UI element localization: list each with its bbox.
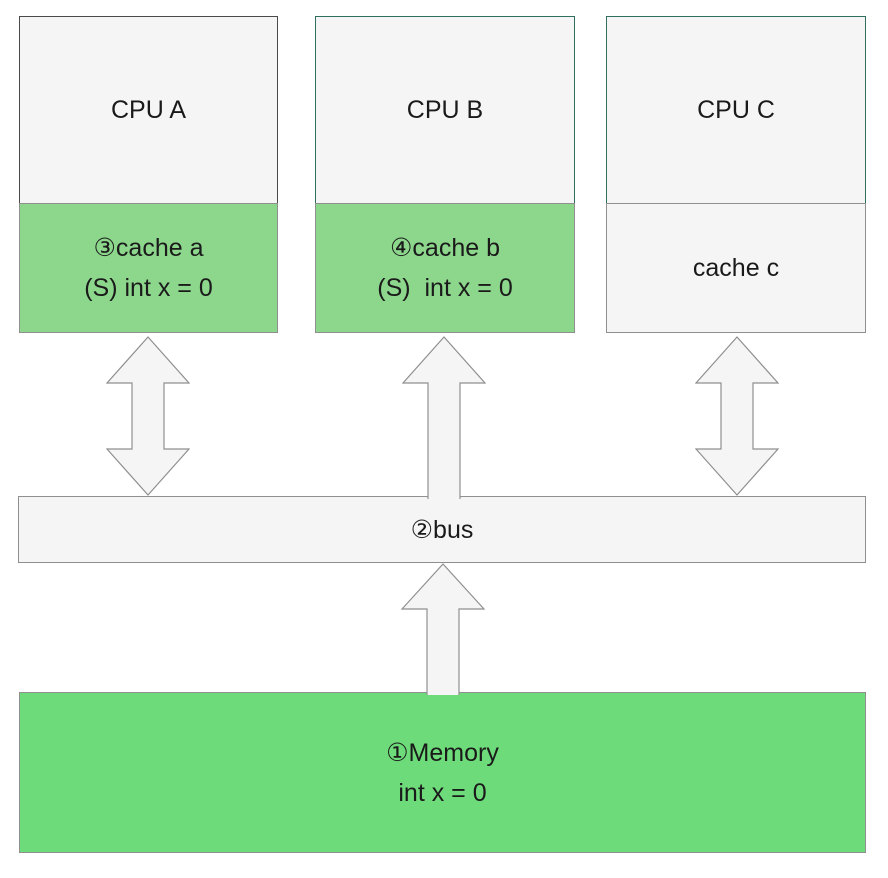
cache-c-line1: cache c <box>692 254 780 282</box>
cache-c-box: cache c <box>606 203 866 333</box>
bus-label: ②bus <box>410 515 474 544</box>
memory-box: ①Memory int x = 0 <box>19 692 866 853</box>
cache-a-box: ③cache a (S) int x = 0 <box>19 203 278 333</box>
cpu-a-box: CPU A <box>19 16 278 204</box>
memory-line2: int x = 0 <box>398 778 487 807</box>
cache-a-line1: ③cache a <box>93 234 204 262</box>
cpu-c-label: CPU C <box>697 96 775 124</box>
cache-b-line2: (S) int x = 0 <box>377 274 513 302</box>
double-arrow-icon-cache-c-bus <box>695 336 779 496</box>
cpu-c-box: CPU C <box>606 16 866 204</box>
cache-b-box: ④cache b (S) int x = 0 <box>315 203 575 333</box>
cpu-a-label: CPU A <box>110 96 187 124</box>
cache-a-line2: (S) int x = 0 <box>84 274 213 302</box>
up-arrow-icon-memory-bus <box>401 563 485 695</box>
memory-line1: ①Memory <box>386 738 499 767</box>
double-arrow-icon-cache-a-bus <box>106 336 190 496</box>
bus-bar: ②bus <box>18 496 866 563</box>
up-arrow-icon-bus-cache-b <box>402 336 486 499</box>
cpu-b-label: CPU B <box>406 96 484 124</box>
cache-b-line1: ④cache b <box>390 234 500 262</box>
cpu-b-box: CPU B <box>315 16 575 204</box>
